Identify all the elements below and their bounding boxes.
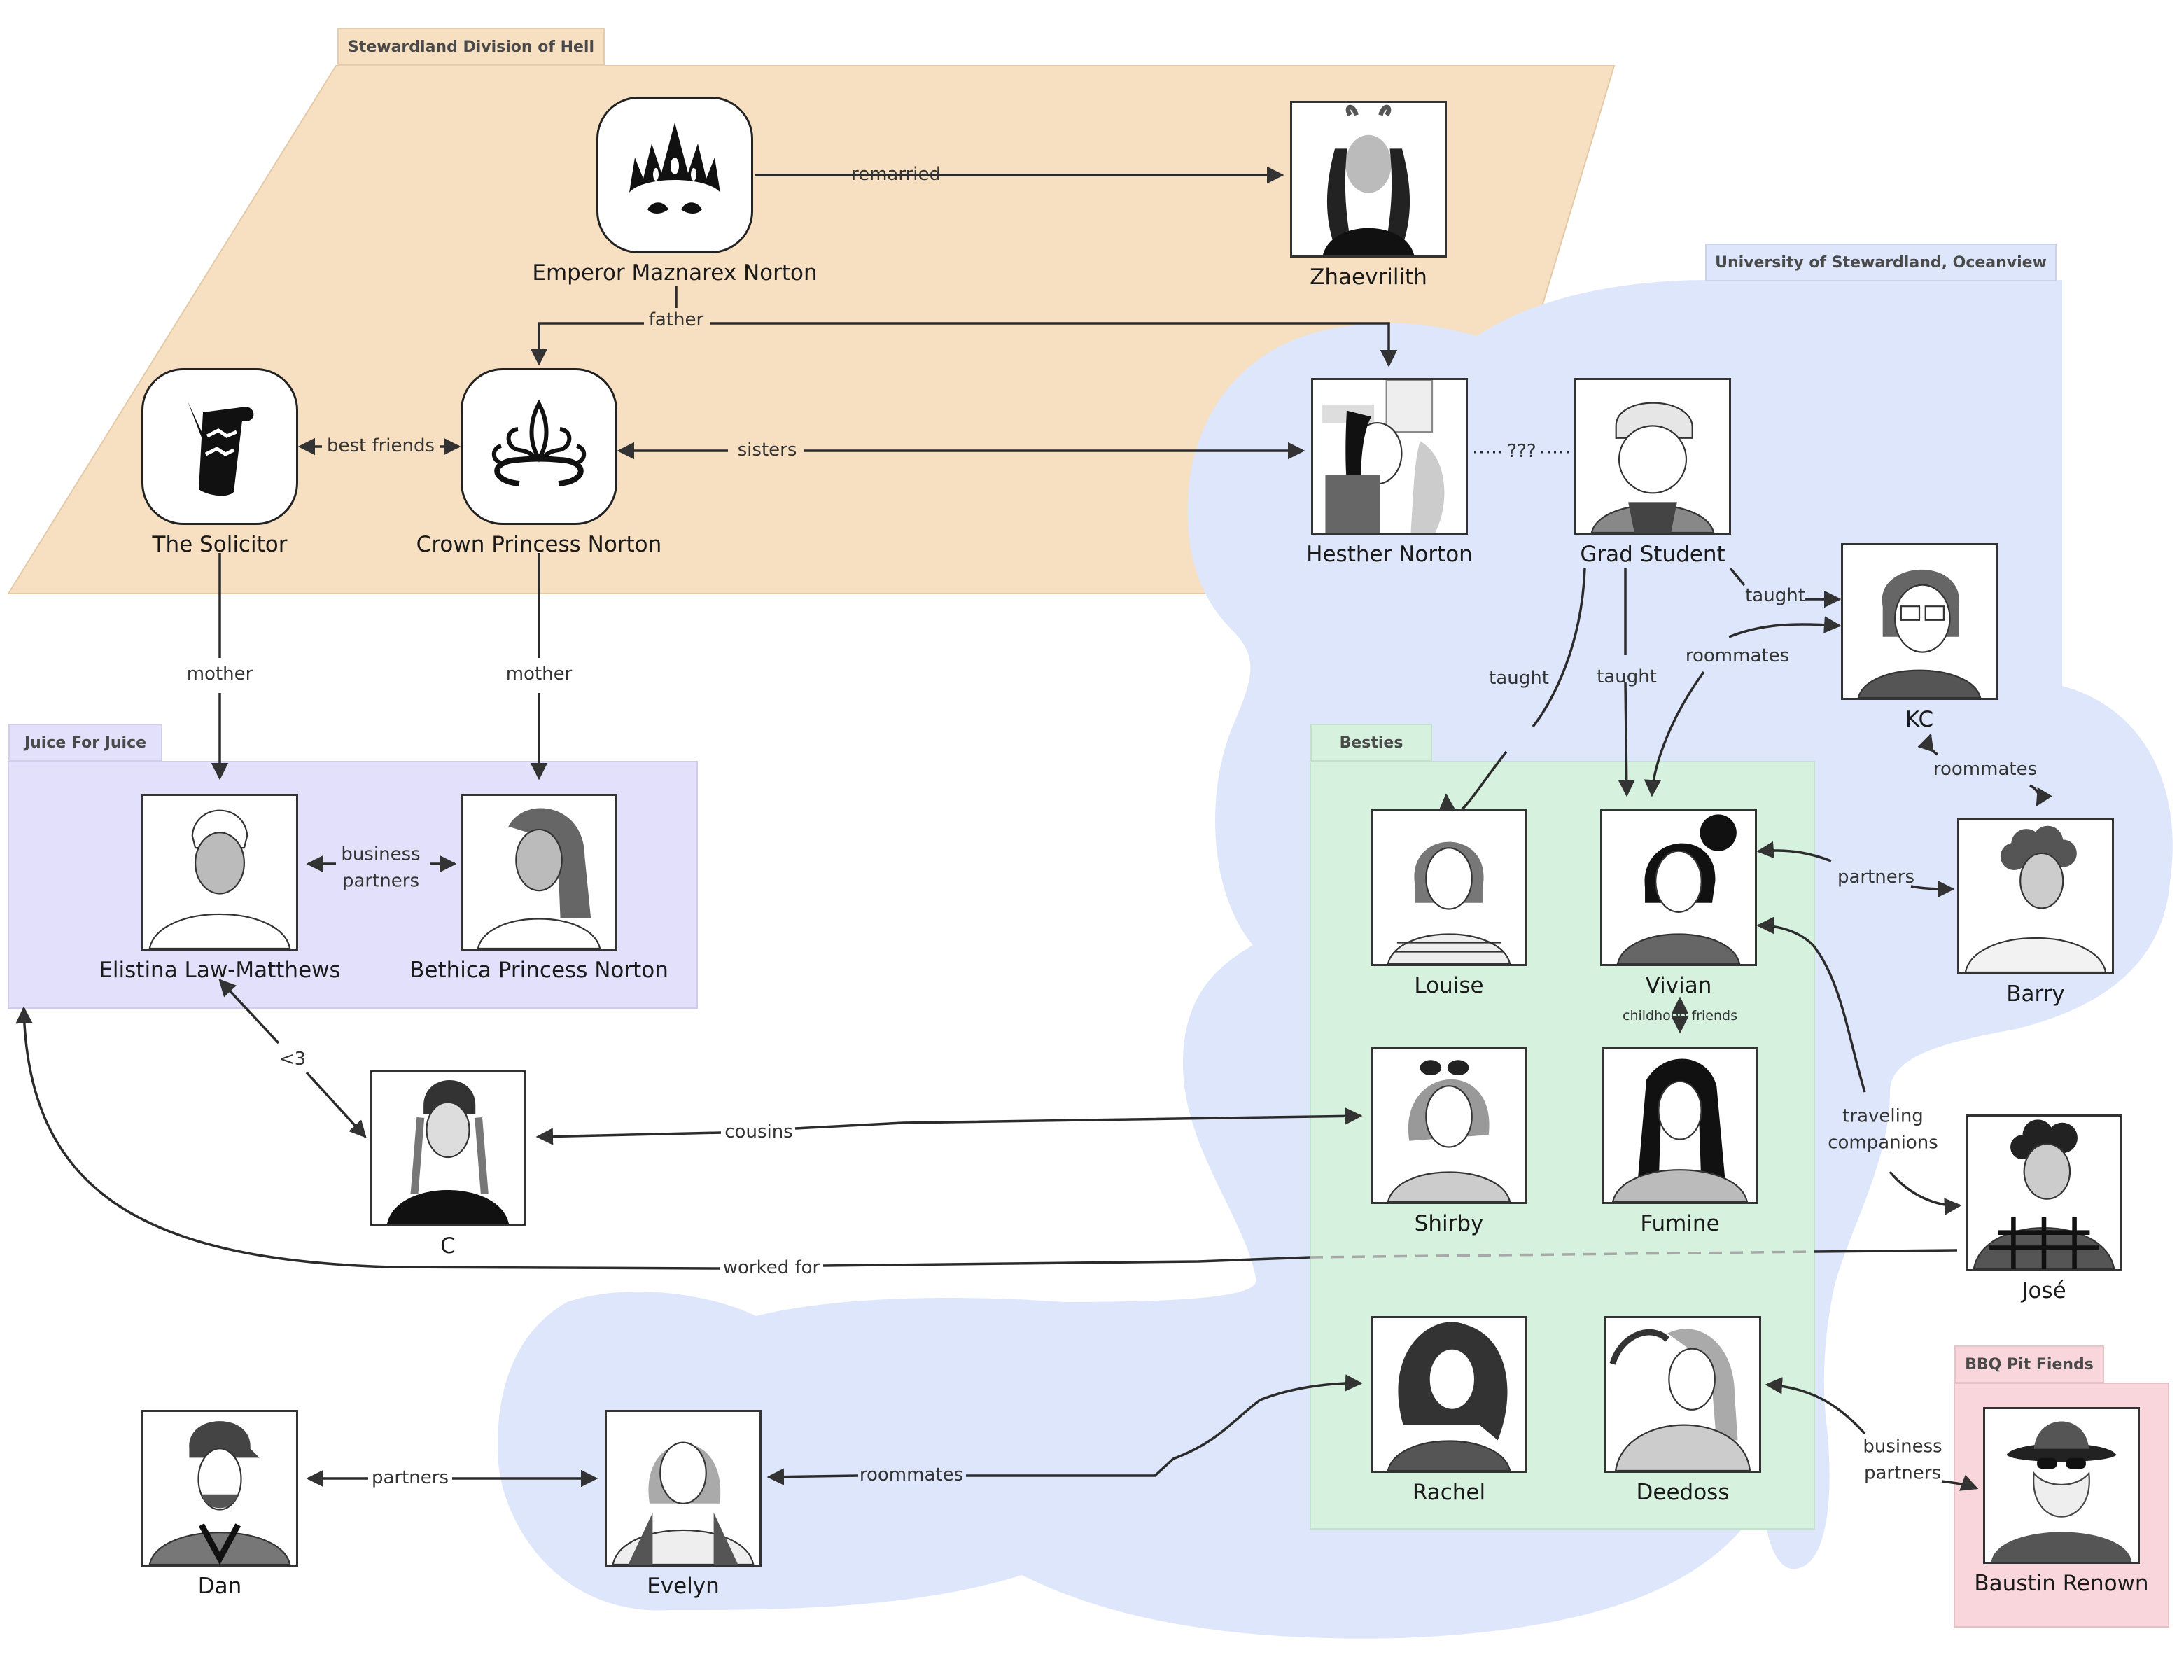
edge-label-taught-kc[interactable]: taught	[1745, 585, 1805, 607]
curly-hair-portrait	[1957, 818, 2114, 974]
bob-hair-portrait	[1371, 809, 1527, 966]
curly-long-hair-portrait	[1371, 1316, 1527, 1473]
node-c[interactable]: C	[370, 1070, 526, 1259]
node-name: Vivian	[1645, 973, 1712, 998]
glasses-portrait	[1841, 543, 1998, 700]
cap-portrait	[370, 1070, 526, 1226]
node-name: Zhaevrilith	[1310, 265, 1427, 290]
node-name: Bethica Princess Norton	[410, 958, 668, 983]
edge-label-business-partners-juice[interactable]: business partners	[341, 844, 421, 891]
node-name: Dan	[197, 1574, 242, 1599]
node-vivian[interactable]: Vivian	[1600, 809, 1757, 998]
node-name: Grad Student	[1580, 542, 1726, 567]
edge-label-unknown[interactable]: ???	[1507, 441, 1536, 463]
node-name: Baustin Renown	[1974, 1571, 2149, 1596]
edge-label-father[interactable]: father	[648, 309, 704, 331]
edge-label-worked-for[interactable]: worked for	[722, 1257, 820, 1279]
group-tab-besties[interactable]: Besties	[1310, 724, 1432, 762]
edge-label-love[interactable]: <3	[279, 1049, 307, 1070]
node-name: Emperor Maznarex Norton	[532, 260, 818, 286]
edge-label-cousins[interactable]: cousins	[724, 1121, 793, 1143]
node-baustin[interactable]: Baustin Renown	[1968, 1407, 2155, 1596]
long-black-hair-portrait	[1602, 1047, 1758, 1204]
node-bethica[interactable]: Bethica Princess Norton	[399, 794, 679, 983]
node-fumine[interactable]: Fumine	[1602, 1047, 1758, 1236]
edge-label-traveling-companions[interactable]: traveling companions	[1828, 1105, 1938, 1153]
edge-label-childhood-friends[interactable]: childhood friends	[1623, 1008, 1737, 1024]
node-name: Rachel	[1412, 1480, 1486, 1505]
node-emperor[interactable]: Emperor Maznarex Norton	[532, 97, 818, 286]
node-name: José	[2022, 1278, 2066, 1303]
node-name: Evelyn	[647, 1574, 720, 1599]
sunglasses-portrait	[1371, 1047, 1527, 1204]
backwards-cap-portrait	[141, 1410, 298, 1567]
node-louise[interactable]: Louise	[1371, 809, 1527, 998]
beanie-portrait	[1574, 378, 1731, 535]
edge-label-taught-louise[interactable]: taught	[1489, 668, 1549, 690]
node-evelyn[interactable]: Evelyn	[605, 1410, 762, 1599]
edge-label-mother-elistina[interactable]: mother	[186, 664, 253, 685]
long-hair-portrait	[461, 794, 617, 951]
node-name: Fumine	[1640, 1211, 1720, 1236]
node-solicitor[interactable]: The Solicitor	[115, 368, 325, 557]
node-shirby[interactable]: Shirby	[1371, 1047, 1527, 1236]
wavy-hair-portrait	[1604, 1316, 1761, 1473]
edge-label-taught-vivian[interactable]: taught	[1597, 666, 1657, 688]
node-dan[interactable]: Dan	[141, 1410, 298, 1599]
node-name: Hesther Norton	[1306, 542, 1473, 567]
edge-label-mother-bethica[interactable]: mother	[505, 664, 573, 685]
edge-label-best-friends[interactable]: best friends	[326, 435, 435, 457]
short-hair-portrait	[141, 794, 298, 951]
node-deedoss[interactable]: Deedoss	[1604, 1316, 1761, 1505]
node-grad-student[interactable]: Grad Student	[1565, 378, 1740, 567]
quill-scroll-icon	[141, 368, 298, 525]
edge-label-roommates-evelyn-rachel[interactable]: roommates	[859, 1464, 964, 1486]
node-name: Louise	[1414, 973, 1484, 998]
edge-label-roommates-kc-barry[interactable]: roommates	[1933, 759, 2038, 780]
edge-label-partners-dan-evelyn[interactable]: partners	[371, 1467, 449, 1489]
group-label: University of Stewardland, Oceanview	[1715, 253, 2047, 272]
bun-hair-portrait	[1600, 809, 1757, 966]
group-label: Stewardland Division of Hell	[347, 38, 595, 56]
node-elistina[interactable]: Elistina Law-Matthews	[94, 794, 346, 983]
plaid-shirt-portrait	[1966, 1114, 2122, 1271]
edge-label-sisters[interactable]: sisters	[737, 440, 797, 461]
edge-label-remarried[interactable]: remarried	[850, 164, 941, 186]
node-crown-princess[interactable]: Crown Princess Norton	[399, 368, 679, 557]
group-tab-juice[interactable]: Juice For Juice	[8, 724, 162, 762]
group-label: Juice For Juice	[24, 734, 147, 752]
group-tab-hell[interactable]: Stewardland Division of Hell	[337, 28, 605, 66]
group-tab-university[interactable]: University of Stewardland, Oceanview	[1705, 244, 2057, 281]
node-name: The Solicitor	[152, 532, 288, 557]
node-name: Shirby	[1414, 1211, 1484, 1236]
group-label: Besties	[1339, 734, 1404, 752]
group-tab-bbq[interactable]: BBQ Pit Fiends	[1954, 1345, 2104, 1383]
node-hesther[interactable]: Hesther Norton	[1302, 378, 1477, 567]
demon-crown-mask-icon	[596, 97, 753, 253]
cardigan-portrait	[605, 1410, 762, 1567]
node-name: KC	[1905, 707, 1934, 732]
tiara-icon	[461, 368, 617, 525]
cowboy-beard-portrait	[1983, 1407, 2140, 1564]
group-label: BBQ Pit Fiends	[1965, 1355, 2094, 1373]
edge-label-partners-vivian-barry[interactable]: partners	[1837, 867, 1915, 888]
node-zhaevrilith[interactable]: Zhaevrilith	[1256, 101, 1480, 290]
node-name: Crown Princess Norton	[416, 532, 662, 557]
collage-portrait	[1311, 378, 1468, 535]
node-name: C	[440, 1233, 456, 1259]
node-rachel[interactable]: Rachel	[1371, 1316, 1527, 1505]
node-barry[interactable]: Barry	[1957, 818, 2114, 1007]
edge-label-business-partners-bbq[interactable]: business partners	[1863, 1436, 1942, 1483]
node-name: Elistina Law-Matthews	[99, 958, 341, 983]
node-name: Barry	[2006, 981, 2065, 1007]
horned-woman-portrait	[1290, 101, 1447, 258]
node-jose[interactable]: José	[1966, 1114, 2122, 1303]
edge-label-roommates-vivian-kc[interactable]: roommates	[1685, 645, 1790, 667]
node-kc[interactable]: KC	[1841, 543, 1998, 732]
node-name: Deedoss	[1636, 1480, 1730, 1505]
